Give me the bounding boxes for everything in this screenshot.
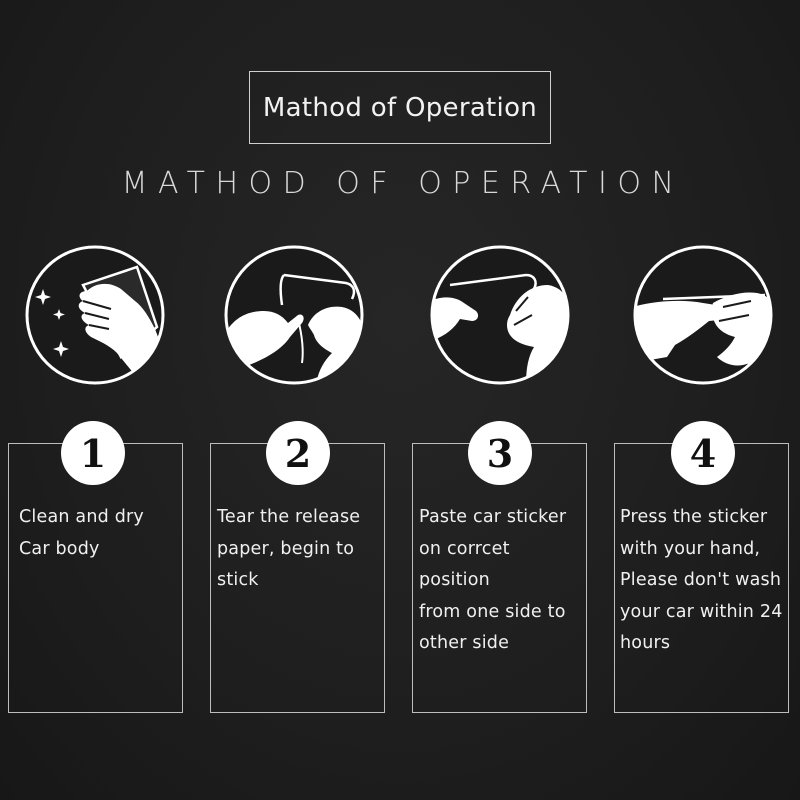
step-3-number: 3 [468, 421, 532, 485]
step-1-text: Clean and dry Car body [19, 507, 144, 559]
step-4-number: 4 [671, 421, 735, 485]
step-2-text: Tear the release paper, begin to stick [217, 507, 361, 590]
step-3-image [430, 245, 570, 385]
step-2-image [224, 245, 364, 385]
step-3-text: Paste car sticker on corrcet position fr… [419, 507, 567, 653]
hand-wiping-icon [25, 245, 165, 385]
placing-sticker-icon [430, 245, 570, 385]
page-subtitle: MATHOD OF OPERATION [121, 166, 685, 201]
step-3-card: Paste car sticker on corrcet position fr… [412, 443, 587, 713]
pressing-sticker-icon [633, 245, 773, 385]
peeling-sticker-icon [224, 245, 364, 385]
step-1-card: Clean and dry Car body [8, 443, 183, 713]
step-4-image [633, 245, 773, 385]
page-title: Mathod of Operation [262, 92, 538, 123]
title-box: Mathod of Operation [249, 71, 551, 144]
step-1-number: 1 [61, 421, 125, 485]
step-2-number: 2 [266, 421, 330, 485]
step-4-text: Press the sticker with your hand, Please… [620, 507, 783, 653]
step-1-image [25, 245, 165, 385]
